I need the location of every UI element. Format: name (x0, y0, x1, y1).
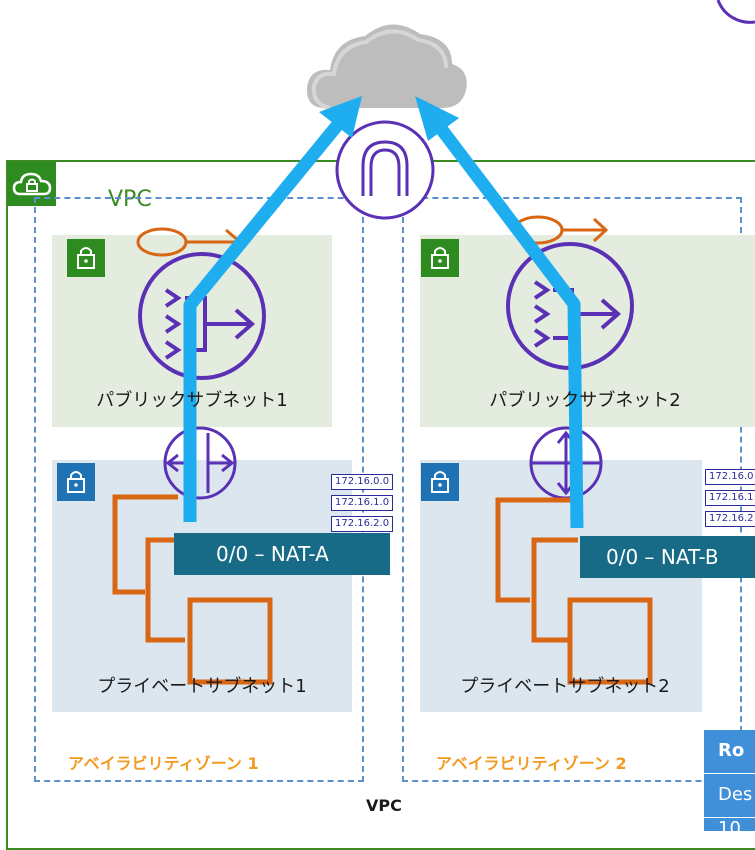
router-icon-1 (163, 426, 237, 500)
diagram-icons (112, 0, 755, 685)
traffic-arrow-1 (183, 96, 362, 522)
cidr-tag: 172.16.1.0 (331, 495, 394, 511)
public-subnet-2-label: パブリックサブネット2 (489, 390, 681, 411)
private-subnet-1 (52, 460, 352, 712)
cidr-tag: 172.16.0.0 (331, 474, 394, 490)
public-subnet-1-label: パブリックサブネット1 (96, 390, 288, 411)
vpc-bottom-label: VPC (366, 796, 402, 815)
internet-cloud-icon (306, 24, 467, 110)
availability-zone-2 (402, 197, 742, 782)
internet-gateway-icon (335, 120, 435, 220)
router-icon-2 (529, 426, 603, 500)
public-subnet-2-lock-icon (421, 239, 459, 277)
availability-zone-1-label: アベイラビリティゾーン 1 (68, 754, 259, 773)
route-bar-2: 0/0 – NAT-B (580, 536, 755, 578)
ec2-instances-icon-2 (495, 497, 653, 685)
private-subnet-2-label: プライベートサブネット2 (460, 676, 670, 697)
private-subnet-2-lock-icon (421, 463, 459, 501)
cidr-tag: 172.16.2 (705, 511, 755, 527)
private-subnet-1-lock-icon (57, 463, 95, 501)
cidr-tag: 172.16.2.0 (331, 516, 394, 532)
cidr-tag: 172.16.0 (705, 469, 755, 485)
private-subnet-1-label: プライベートサブネット1 (97, 676, 307, 697)
cidr-tag: 172.16.1 (705, 490, 755, 506)
public-subnet-2 (420, 235, 755, 427)
nat-gateway-icon-1 (138, 252, 266, 380)
availability-zone-2-label: アベイラビリティゾーン 2 (436, 754, 627, 773)
public-subnet-1-lock-icon (67, 239, 105, 277)
traffic-arrow-2 (415, 96, 584, 529)
route-table-row: 10. (704, 818, 755, 832)
vpc-title: VPC (108, 187, 152, 212)
vpc-cloud-icon (12, 172, 52, 196)
partial-icon-top-right (716, 0, 755, 24)
route-table-header: Ro (704, 730, 755, 774)
elastic-ip-icon-1 (136, 227, 243, 257)
ec2-instances-icon-1 (112, 494, 273, 685)
route-table-column: Des (704, 774, 755, 818)
route-bar-1: 0/0 – NAT-A (174, 533, 390, 575)
